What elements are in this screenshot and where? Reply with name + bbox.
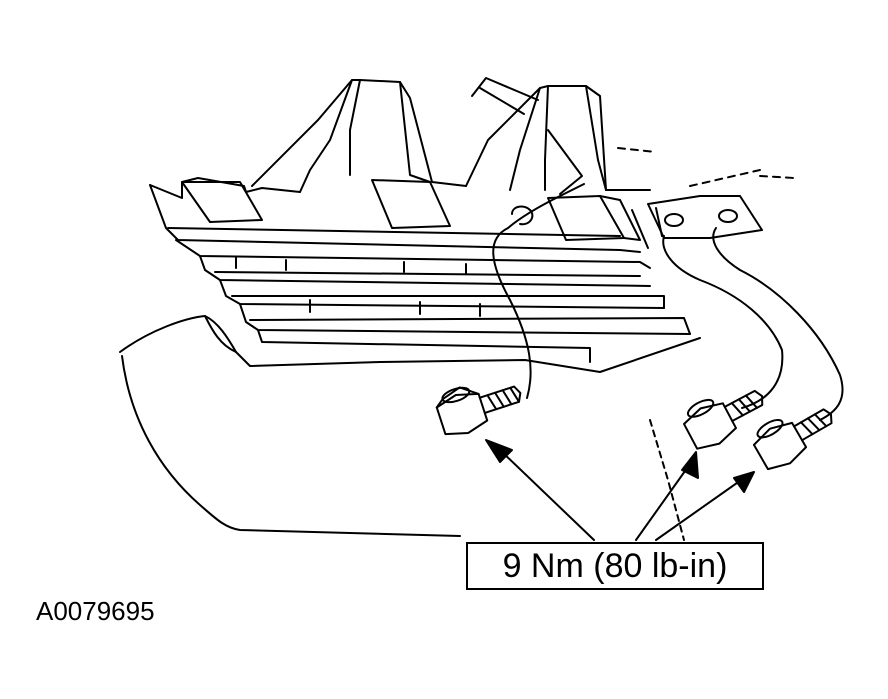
torque-callout: 9 Nm (80 lb-in) xyxy=(466,542,764,590)
bumper-cover xyxy=(119,315,701,541)
grille-assembly xyxy=(149,77,691,363)
alignment-lines xyxy=(492,183,844,421)
torque-label: 9 Nm (80 lb-in) xyxy=(502,547,728,585)
figure-id: A0079695 xyxy=(36,596,155,626)
bracket xyxy=(617,147,795,239)
bolt xyxy=(435,385,522,436)
bolt xyxy=(752,408,833,471)
callout-arrows xyxy=(485,439,755,541)
bolt xyxy=(683,389,764,450)
